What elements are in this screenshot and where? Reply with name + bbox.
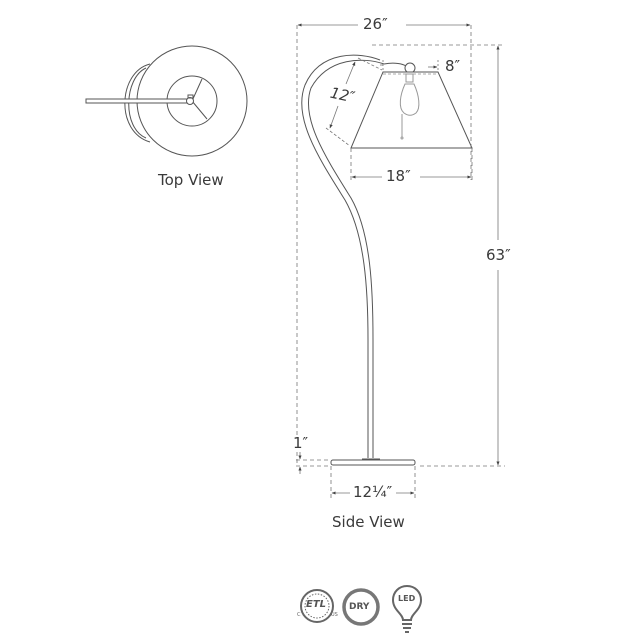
led-text: LED xyxy=(398,594,416,603)
bulb-icon xyxy=(399,73,420,140)
dimension-lines xyxy=(296,23,505,498)
overall-height-label: 63″ xyxy=(486,246,511,264)
etl-c-text: C xyxy=(297,612,301,618)
top-view-drawing xyxy=(85,45,248,157)
shade-bottom-diameter-label: 18″ xyxy=(386,167,411,185)
shade-top-diameter-label: 8″ xyxy=(445,57,461,75)
overall-width-label: 26″ xyxy=(363,15,388,33)
side-view-drawing xyxy=(301,54,473,466)
base-diameter-label: 12¼″ xyxy=(353,483,393,501)
dry-text: DRY xyxy=(349,602,370,612)
base-height-label: 1″ xyxy=(293,434,309,452)
etl-listed-icon xyxy=(300,589,334,623)
top-view-label: Top View xyxy=(158,171,224,189)
etl-us-text: US xyxy=(331,612,338,618)
led-bulb-icon xyxy=(391,584,423,633)
etl-text: ETL xyxy=(306,599,327,610)
dry-rated-icon xyxy=(342,588,380,626)
side-view-label: Side View xyxy=(332,513,405,531)
